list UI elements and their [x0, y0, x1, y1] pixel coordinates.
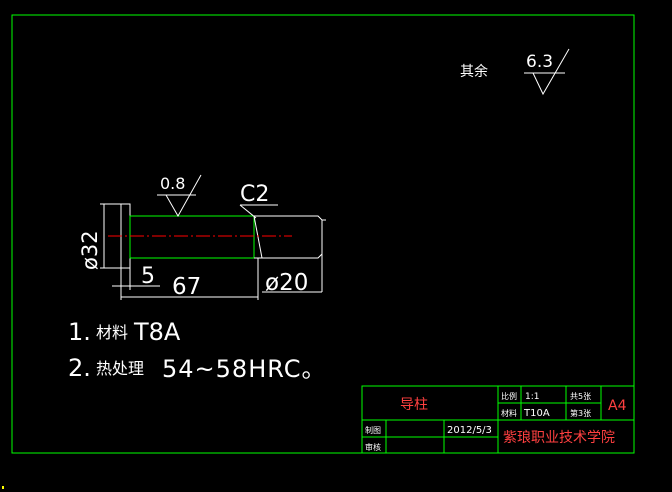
tb-scale-label: 比例	[501, 391, 517, 401]
roughness-symbol	[532, 48, 570, 96]
tb-school: 紫琅职业技术学院	[503, 430, 615, 446]
tb-date: 2012/5/3	[447, 425, 492, 436]
note-1-num: 1.	[68, 318, 91, 346]
technical-notes: 1. 材料 T8A 2. 热处理 54~58HRC。	[68, 318, 326, 383]
dim-head-length: 5	[112, 264, 160, 290]
note-2-value: 54~58HRC。	[162, 355, 326, 383]
shaft-roughness-value: 0.8	[160, 174, 185, 193]
dim-head-len-text: 5	[141, 264, 155, 289]
pillar-end	[254, 215, 323, 259]
general-roughness-annotation: 其余 6.3	[460, 48, 570, 96]
roughness-value: 6.3	[526, 52, 553, 72]
tb-part-name: 导柱	[400, 397, 428, 413]
tb-material-value: T10A	[523, 408, 550, 419]
tb-material-label: 材料	[501, 408, 517, 418]
chamfer-annotation: C2	[239, 182, 278, 219]
guide-pillar-part	[108, 203, 323, 269]
note-2-label: 热处理	[96, 359, 144, 378]
chamfer-leader	[239, 204, 257, 219]
dim-head-dia-text: ø32	[78, 230, 102, 270]
pillar-chamfer-line	[253, 215, 263, 259]
drawing-frame	[11, 14, 635, 454]
tb-scale-value: 1:1	[525, 392, 539, 402]
title-block: 导柱 比例 1:1 材料 T10A 共5张 第3张 A4 2012/5/3 制图…	[361, 385, 635, 454]
dim-total-text: 67	[172, 274, 201, 300]
shaft-roughness-annotation: 0.8	[157, 174, 202, 218]
roughness-prefix: 其余	[460, 63, 488, 80]
note-1-value: T8A	[133, 318, 181, 346]
chamfer-label: C2	[240, 182, 269, 207]
pillar-shaft	[129, 215, 255, 259]
tb-designer-label: 制图	[365, 425, 381, 435]
tb-sheet-no: 第3张	[570, 408, 591, 418]
note-1-label: 材料	[96, 323, 128, 342]
dim-head-diameter: ø32	[78, 203, 121, 270]
note-2-num: 2.	[68, 354, 91, 382]
corner-marker	[2, 486, 4, 489]
dim-total-length: 67	[120, 258, 259, 300]
dim-shaft-dia-text: ø20	[265, 270, 308, 296]
tb-sheets-total: 共5张	[570, 392, 591, 401]
dim-shaft-diameter: ø20	[262, 219, 326, 296]
shaft-roughness-symbol	[165, 174, 202, 218]
tb-paper-size: A4	[608, 398, 627, 414]
tb-checker-label: 审核	[365, 442, 381, 452]
